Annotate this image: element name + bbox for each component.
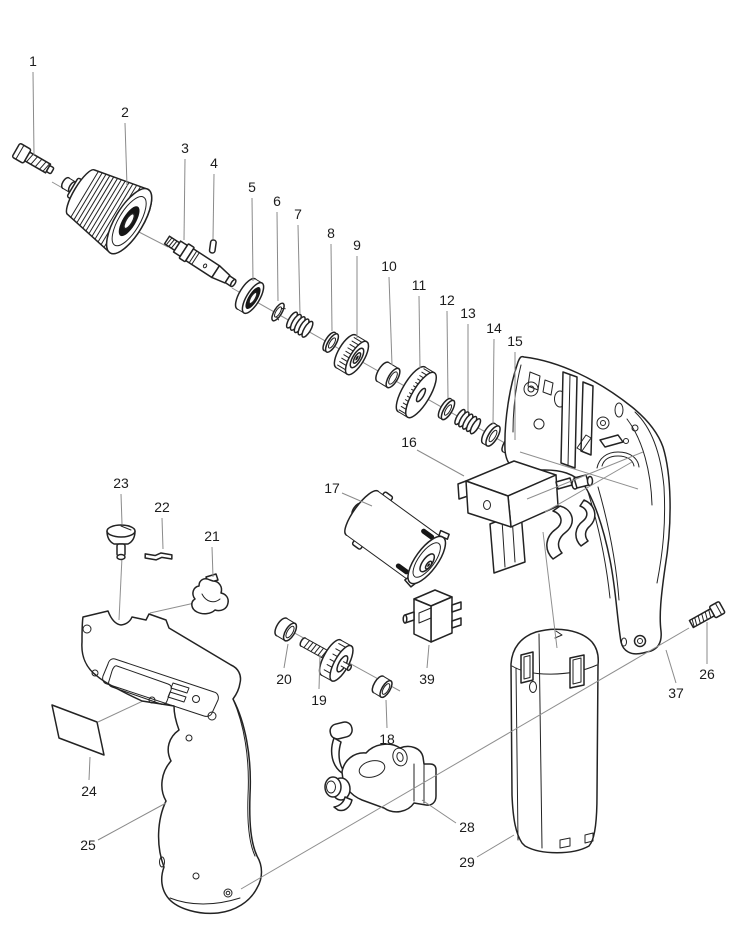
leader-line-4	[212, 173, 215, 240]
part-label-15-sleeve: 15	[507, 333, 523, 349]
assembly-axis-4	[118, 556, 123, 621]
leader-line-39	[426, 644, 430, 669]
leader-line-24	[88, 756, 91, 781]
leader-line-3	[183, 158, 186, 241]
part-label-6-retaining-ring: 6	[273, 193, 281, 209]
assembly-axis-over-2	[526, 451, 644, 500]
part-label-17-motor: 17	[324, 480, 340, 496]
leader-line-12	[446, 310, 449, 399]
leader-line-28	[421, 799, 457, 824]
part-25-housing-left-half	[81, 610, 263, 915]
part-label-21-clip: 21	[204, 528, 220, 544]
part-29-battery-cartridge	[510, 628, 599, 854]
part-label-25-housing-left-half: 25	[80, 837, 96, 853]
part-label-7-compression-spring: 7	[294, 206, 302, 222]
assembly-axes-over	[240, 451, 690, 890]
leader-line-19	[318, 654, 321, 690]
leader-line-16	[416, 449, 465, 477]
part-21-clip	[191, 573, 229, 615]
part-label-1-pan-head-screw: 1	[29, 53, 37, 69]
part-6-retaining-ring	[271, 302, 286, 322]
leader-lines	[32, 71, 708, 858]
part-label-9-gear: 9	[353, 237, 361, 253]
leader-line-21	[211, 546, 214, 578]
part-label-24-name-plate: 24	[81, 783, 97, 799]
part-24-name-plate	[51, 704, 105, 756]
leader-line-25	[97, 802, 167, 841]
part-22-lock-lever	[144, 552, 173, 561]
assembly-axis-over-5	[240, 627, 690, 890]
part-28-gear-bracket	[324, 721, 437, 813]
part-label-13-compression-spring: 13	[460, 305, 476, 321]
part-label-19-pinion-gear: 19	[311, 692, 327, 708]
part-label-20-sleeve: 20	[276, 671, 292, 687]
leader-line-8	[330, 243, 333, 332]
part-39-terminal-block	[402, 589, 462, 643]
part-label-5-ball-bearing: 5	[248, 179, 256, 195]
part-14-washer	[480, 422, 501, 447]
part-17-motor	[344, 489, 450, 588]
part-label-10-sleeve: 10	[381, 258, 397, 274]
leader-line-11	[418, 295, 421, 369]
part-8-washer	[322, 331, 340, 353]
leader-line-6	[276, 211, 279, 302]
leader-line-14	[492, 338, 495, 425]
assembly-axis-2	[136, 230, 169, 248]
part-5-ball-bearing	[234, 277, 265, 315]
leader-line-17	[341, 492, 373, 507]
leader-line-2	[124, 122, 128, 187]
part-10-sleeve	[375, 361, 401, 389]
part-label-37-housing-right-half: 37	[668, 685, 684, 701]
assembly-axis-over-3	[544, 461, 633, 513]
part-label-8-flat-washer: 8	[327, 225, 335, 241]
part-12-washer	[437, 397, 456, 421]
part-4-pin	[208, 239, 217, 254]
leader-line-20	[283, 643, 289, 669]
part-3-spindle	[163, 235, 237, 288]
part-label-3-spindle: 3	[181, 140, 189, 156]
part-13-spring	[454, 408, 482, 435]
part-label-23-reversing-button: 23	[113, 475, 129, 491]
part-23-reversing-button	[106, 524, 136, 561]
part-label-26-tapping-screw: 26	[699, 666, 715, 682]
leader-line-23	[120, 493, 123, 525]
leader-line-37	[665, 649, 677, 684]
part-label-18-sleeve: 18	[379, 731, 395, 747]
part-number-labels: 1234567891011121314151617181920212223242…	[29, 53, 715, 870]
part-label-28-gear-bracket: 28	[459, 819, 475, 835]
leader-line-1	[32, 71, 35, 156]
part-label-16-switch-assembly: 16	[401, 434, 417, 450]
leader-line-5	[251, 197, 254, 282]
assembly-axis-over-1	[519, 451, 639, 490]
part-26-tapping-screw	[688, 601, 726, 629]
part-label-39-terminal-block: 39	[419, 671, 435, 687]
leader-line-10	[388, 276, 393, 366]
part-label-29-battery-cartridge: 29	[459, 854, 475, 870]
leader-line-18	[385, 699, 388, 729]
assembly-axis-over-4	[542, 531, 558, 649]
part-label-2-drill-chuck: 2	[121, 104, 129, 120]
part-19-pinion-gear	[299, 637, 354, 682]
part-16-switch-assembly	[457, 460, 596, 574]
part-11-spur-gear	[395, 365, 437, 419]
part-2-drill-chuck	[60, 168, 153, 255]
part-label-22-lock-lever: 22	[154, 499, 170, 515]
part-label-14-flat-washer: 14	[486, 320, 502, 336]
leader-line-22	[161, 517, 164, 550]
part-label-4-pin: 4	[210, 155, 218, 171]
part-20-sleeve	[274, 617, 298, 642]
part-1-pan-head-screw	[11, 143, 55, 175]
part-18-sleeve	[371, 675, 393, 699]
part-37-housing-right-half	[504, 355, 671, 655]
part-label-12-flat-washer: 12	[439, 292, 455, 308]
leader-line-7	[297, 224, 301, 315]
part-7-spring	[285, 311, 314, 338]
part-label-11-spur-gear: 11	[412, 277, 427, 293]
leader-line-29	[476, 834, 515, 858]
part-9-gear	[333, 333, 370, 376]
